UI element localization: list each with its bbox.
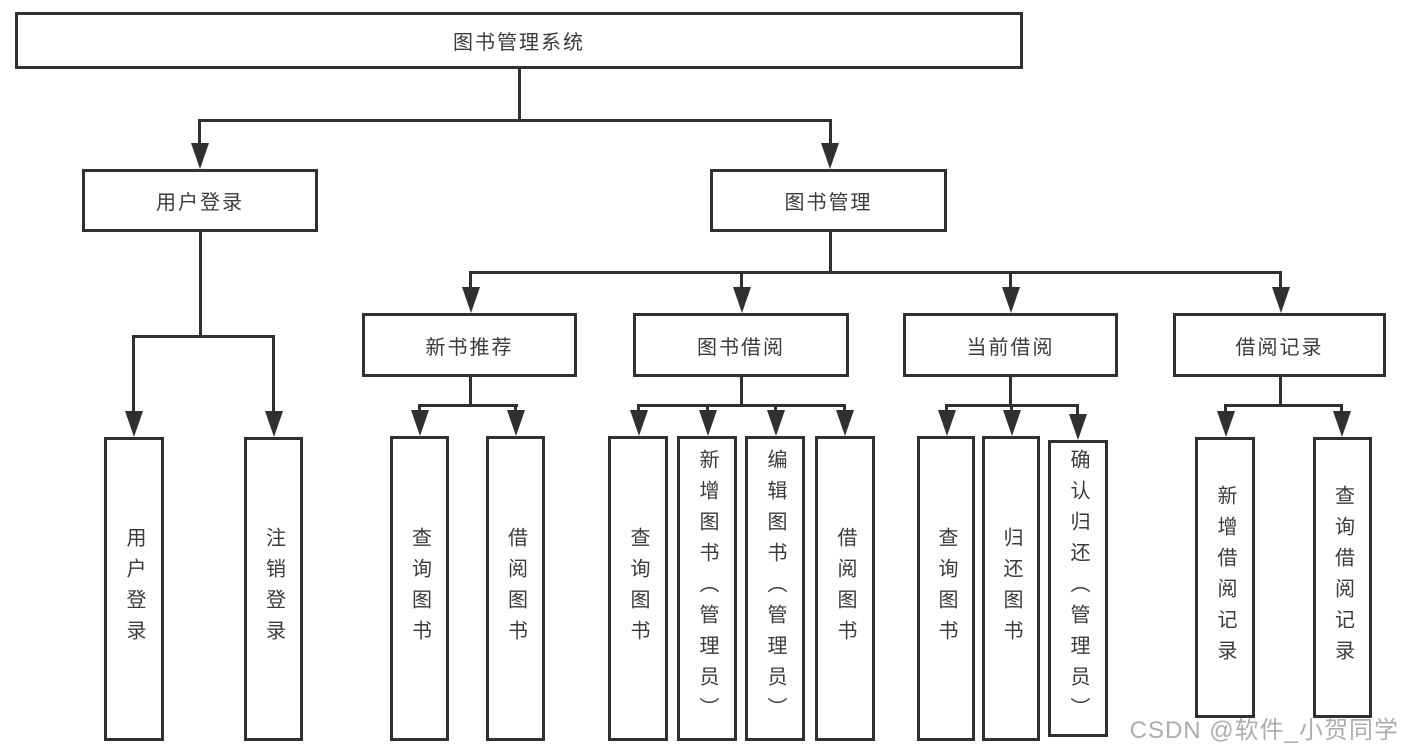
leaf-label: 查询图书 bbox=[935, 526, 957, 651]
node-label: 用户登录 bbox=[156, 192, 244, 214]
connector-line bbox=[637, 404, 846, 407]
connector-line bbox=[418, 404, 518, 407]
connector-line bbox=[1009, 377, 1012, 407]
arrow-down-icon bbox=[507, 410, 525, 436]
node-label: 新书推荐 bbox=[425, 336, 514, 359]
leaf-label: 查询图书 bbox=[627, 526, 649, 651]
connector-line bbox=[1279, 377, 1282, 407]
connector-line bbox=[1224, 404, 1343, 407]
leaf-query-books-2: 查询图书 bbox=[608, 436, 668, 741]
leaf-confirm-return-admin: 确认归还（管理员） bbox=[1048, 440, 1108, 737]
node-user-login: 用户登录 bbox=[82, 169, 318, 232]
leaf-label: 新增图书（管理员） bbox=[696, 449, 718, 728]
leaf-return-book: 归还图书 bbox=[982, 436, 1040, 741]
connector-line bbox=[272, 335, 275, 415]
leaf-label: 查询借阅记录 bbox=[1331, 484, 1354, 671]
connector-line bbox=[132, 335, 135, 415]
arrow-down-icon bbox=[938, 410, 956, 436]
arrow-down-icon bbox=[699, 410, 717, 436]
node-label: 图书借阅 bbox=[697, 336, 785, 359]
connector-line bbox=[469, 271, 472, 293]
connector-line bbox=[829, 232, 832, 273]
node-book-borrowing: 图书借阅 bbox=[633, 313, 849, 377]
leaf-query-borrow-record: 查询借阅记录 bbox=[1313, 437, 1372, 718]
arrow-down-icon bbox=[125, 411, 143, 437]
leaf-label: 归还图书 bbox=[1000, 526, 1022, 651]
leaf-label: 借阅图书 bbox=[834, 526, 856, 651]
arrow-down-icon bbox=[411, 410, 429, 436]
connector-line bbox=[469, 377, 472, 407]
leaf-label: 注销登录 bbox=[262, 527, 285, 651]
leaf-logout: 注销登录 bbox=[244, 437, 303, 741]
node-label: 当前借阅 bbox=[966, 336, 1055, 359]
arrow-down-icon bbox=[767, 410, 785, 436]
leaf-label: 查询图书 bbox=[408, 526, 431, 651]
node-label: 图书管理 bbox=[784, 192, 873, 214]
node-current-borrowing: 当前借阅 bbox=[903, 313, 1118, 377]
connector-line bbox=[1009, 271, 1012, 293]
leaf-label: 用户登录 bbox=[123, 527, 145, 651]
arrow-down-icon bbox=[836, 410, 854, 436]
leaf-add-book-admin: 新增图书（管理员） bbox=[677, 436, 737, 741]
node-library-management-system: 图书管理系统 bbox=[15, 12, 1023, 69]
arrow-down-icon bbox=[1333, 411, 1351, 437]
leaf-edit-book-admin: 编辑图书（管理员） bbox=[745, 436, 805, 741]
arrow-down-icon bbox=[630, 410, 648, 436]
leaf-query-books-3: 查询图书 bbox=[917, 436, 975, 741]
arrow-down-icon bbox=[1272, 287, 1290, 313]
node-label: 图书管理系统 bbox=[453, 32, 585, 54]
node-borrowing-records: 借阅记录 bbox=[1173, 313, 1386, 377]
leaf-borrow-books-2: 借阅图书 bbox=[815, 436, 875, 741]
connector-line bbox=[1340, 404, 1343, 416]
connector-line bbox=[740, 377, 743, 407]
connector-line bbox=[1224, 404, 1227, 416]
node-book-management: 图书管理 bbox=[710, 169, 947, 232]
leaf-user-login: 用户登录 bbox=[104, 437, 164, 741]
arrow-down-icon bbox=[1069, 414, 1087, 440]
arrow-down-icon bbox=[265, 411, 283, 437]
leaf-add-borrow-record: 新增借阅记录 bbox=[1195, 437, 1255, 718]
arrow-down-icon bbox=[462, 287, 480, 313]
connector-line bbox=[1279, 271, 1282, 293]
leaf-label: 新增借阅记录 bbox=[1214, 484, 1236, 671]
connector-line bbox=[198, 119, 832, 122]
connector-line bbox=[1076, 404, 1079, 420]
connector-line bbox=[198, 119, 201, 151]
arrow-down-icon bbox=[191, 143, 209, 169]
connector-line bbox=[132, 335, 275, 338]
connector-line bbox=[518, 69, 521, 121]
connector-line bbox=[740, 271, 743, 293]
leaf-query-books-1: 查询图书 bbox=[390, 436, 449, 741]
leaf-label: 编辑图书（管理员） bbox=[764, 449, 786, 728]
leaf-label: 确认归还（管理员） bbox=[1067, 449, 1089, 728]
arrow-down-icon bbox=[1217, 411, 1235, 437]
arrow-down-icon bbox=[1002, 287, 1020, 313]
arrow-down-icon bbox=[1003, 410, 1021, 436]
leaf-label: 借阅图书 bbox=[504, 526, 527, 651]
arrow-down-icon bbox=[733, 287, 751, 313]
arrow-down-icon bbox=[821, 143, 839, 169]
node-label: 借阅记录 bbox=[1235, 336, 1324, 359]
connector-line bbox=[199, 232, 202, 337]
leaf-borrow-books-1: 借阅图书 bbox=[486, 436, 545, 741]
csdn-watermark: CSDN @软件_小贺同学 bbox=[1129, 717, 1399, 744]
connector-line bbox=[829, 119, 832, 151]
connector-line bbox=[469, 271, 1282, 274]
node-new-book-recommend: 新书推荐 bbox=[362, 313, 577, 377]
